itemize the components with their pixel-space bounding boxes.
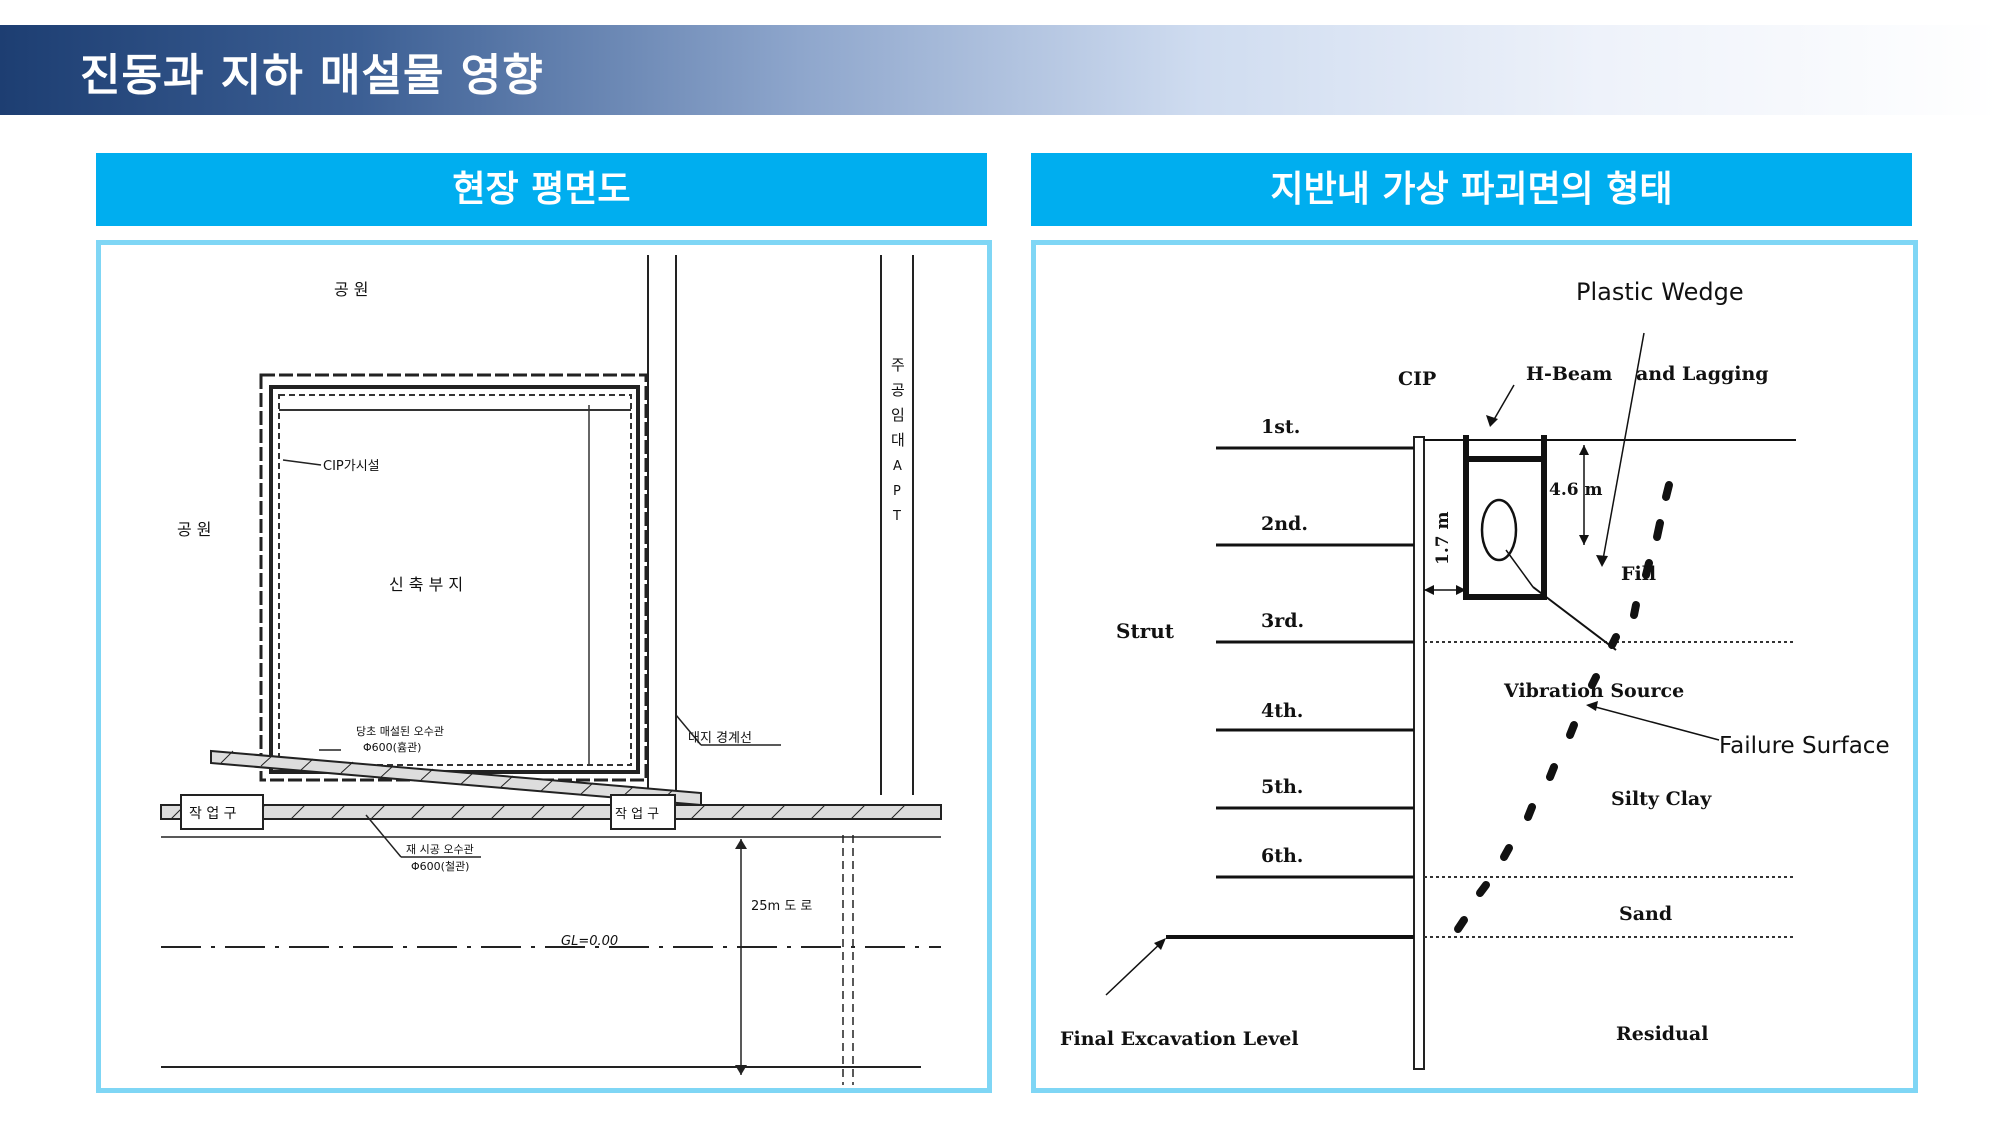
svg-text:주: 주 bbox=[891, 356, 905, 374]
right-panel-header: 지반내 가상 파괴면의 형태 bbox=[1031, 153, 1912, 226]
dim-4-6-label: 4.6 m bbox=[1549, 480, 1602, 500]
apt-label: 주 공 임 대 A P T bbox=[891, 356, 905, 524]
svg-text:T: T bbox=[892, 509, 901, 524]
existing-pipe-label: 당초 매설된 오수관 bbox=[356, 725, 444, 738]
cip-label: CIP bbox=[1398, 368, 1436, 390]
level-5th: 5th. bbox=[1261, 776, 1303, 798]
svg-text:임: 임 bbox=[891, 406, 905, 424]
fill-label: Fill bbox=[1621, 563, 1656, 585]
silty-clay-label: Silty Clay bbox=[1611, 788, 1712, 810]
svg-text:A: A bbox=[893, 459, 902, 474]
strut-label: Strut bbox=[1116, 619, 1175, 643]
failure-surface-label: Failure Surface bbox=[1719, 733, 1890, 759]
new-pipe-spec: Φ600(철관) bbox=[411, 860, 469, 873]
residual-label: Residual bbox=[1616, 1023, 1708, 1045]
lagging-label: and Lagging bbox=[1636, 363, 1769, 385]
level-4th: 4th. bbox=[1261, 700, 1303, 722]
cip-temp-label: CIP가시설 bbox=[323, 459, 380, 474]
park-left-label: 공 원 bbox=[177, 520, 212, 539]
existing-pipe-spec: Φ600(흄관) bbox=[363, 740, 421, 754]
park-top-label: 공 원 bbox=[334, 280, 369, 299]
svg-text:공: 공 bbox=[891, 381, 905, 399]
plastic-wedge-label: Plastic Wedge bbox=[1576, 278, 1744, 306]
page-title: 진동과 지하 매설물 영향 bbox=[80, 50, 544, 101]
new-site-label: 신 축 부 지 bbox=[389, 575, 463, 594]
vibration-source-label: Vibration Source bbox=[1503, 680, 1684, 702]
new-pipe-label: 재 시공 오수관 bbox=[406, 843, 474, 856]
left-panel-header: 현장 평면도 bbox=[96, 153, 987, 226]
failure-surface-drawing: Plastic Wedge H-Beam and Lagging CIP 1st… bbox=[1060, 278, 1890, 1070]
level-1st: 1st. bbox=[1261, 416, 1300, 438]
level-3rd: 3rd. bbox=[1261, 610, 1304, 632]
h-beam-label: H-Beam bbox=[1526, 363, 1612, 385]
failure-surface-panel: Plastic Wedge H-Beam and Lagging CIP 1st… bbox=[1031, 240, 1918, 1093]
gl-label: GL=0.00 bbox=[561, 934, 618, 949]
site-plan-panel: 공 원 공 원 CIP가시설 신 축 부 지 주 공 임 대 A P T 대지 … bbox=[96, 240, 992, 1093]
work-pit-left-label: 작 업 구 bbox=[189, 806, 237, 822]
dim-1-7-label: 1.7 m bbox=[1433, 512, 1453, 565]
svg-text:대: 대 bbox=[891, 431, 905, 449]
title-bar: 진동과 지하 매설물 영향 bbox=[0, 25, 2000, 115]
road-label: 25m 도 로 bbox=[751, 899, 812, 914]
final-excavation-label: Final Excavation Level bbox=[1060, 1028, 1299, 1050]
boundary-label: 대지 경계선 bbox=[688, 731, 752, 746]
level-2nd: 2nd. bbox=[1261, 513, 1308, 535]
level-6th: 6th. bbox=[1261, 845, 1303, 867]
svg-text:P: P bbox=[893, 484, 901, 499]
site-plan-drawing: 공 원 공 원 CIP가시설 신 축 부 지 주 공 임 대 A P T 대지 … bbox=[160, 255, 942, 1085]
work-pit-right-label: 작 업 구 bbox=[615, 807, 659, 822]
sand-label: Sand bbox=[1619, 903, 1672, 925]
